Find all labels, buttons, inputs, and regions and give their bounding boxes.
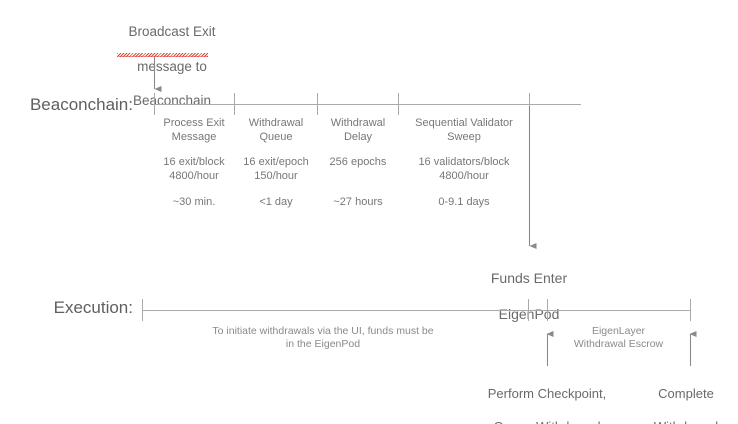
funds-node-line-2: EigenPod (498, 305, 560, 322)
funds-node-line-1: Funds Enter (490, 269, 568, 286)
beaconchain-tick-3 (398, 93, 399, 115)
phase-3-duration: 0-9.1 days (438, 196, 490, 208)
lane-label-beaconchain: Beaconchain: (29, 95, 133, 114)
event-complete-withdrawal-label: Complete Withdrawal (638, 369, 734, 424)
phase-1-rate: 16 exit/epoch 150/hour (243, 156, 309, 183)
beaconchain-tick-4 (529, 93, 530, 115)
execution-tick-start (142, 299, 143, 321)
event-1-line-1: Complete (658, 385, 714, 401)
start-node-label: Broadcast Exit message to Beaconchain (92, 6, 252, 127)
spellcheck-underline-icon (117, 53, 208, 57)
execution-note: To initiate withdrawals via the UI, fund… (212, 325, 434, 351)
funds-enter-eigenpod-label: Funds Enter EigenPod (459, 252, 599, 342)
event-perform-checkpoint-label: Perform Checkpoint, Queue Withdrawal (462, 369, 632, 424)
execution-timeline-axis (142, 310, 691, 311)
beaconchain-tick-1 (234, 93, 235, 115)
phase-1-name: Withdrawal Queue (248, 117, 304, 144)
phase-0-duration: ~30 min. (172, 196, 216, 208)
execution-tick-eigenpod (528, 299, 529, 321)
phase-2-duration: ~27 hours (333, 196, 383, 208)
event-0-line-2: Queue Withdrawal (462, 419, 632, 424)
event-0-line-1: Perform Checkpoint, (487, 385, 607, 401)
start-node-line-1: Broadcast Exit (128, 24, 216, 40)
phase-0-rate: 16 exit/block 4800/hour (163, 156, 225, 183)
beaconchain-timeline-axis (154, 104, 581, 105)
phase-3-name: Sequential Validator Sweep (415, 117, 513, 144)
phase-1-duration: <1 day (259, 196, 293, 208)
phase-2-rate: 256 epochs (329, 156, 387, 168)
phase-0-name: Process Exit Message (163, 117, 225, 144)
beaconchain-tick-0 (154, 93, 155, 115)
phase-2-name: Withdrawal Delay (330, 117, 386, 144)
event-1-line-2: Withdrawal (638, 419, 734, 424)
execution-tick-complete (690, 299, 691, 321)
start-node-line-2: message to (137, 58, 207, 74)
escrow-label: EigenLayer Withdrawal Escrow (573, 325, 664, 351)
lane-label-execution: Execution: (53, 298, 133, 317)
phase-3-rate: 16 validators/block 4800/hour (418, 156, 510, 183)
beaconchain-tick-2 (317, 93, 318, 115)
execution-tick-checkpoint (547, 299, 548, 321)
